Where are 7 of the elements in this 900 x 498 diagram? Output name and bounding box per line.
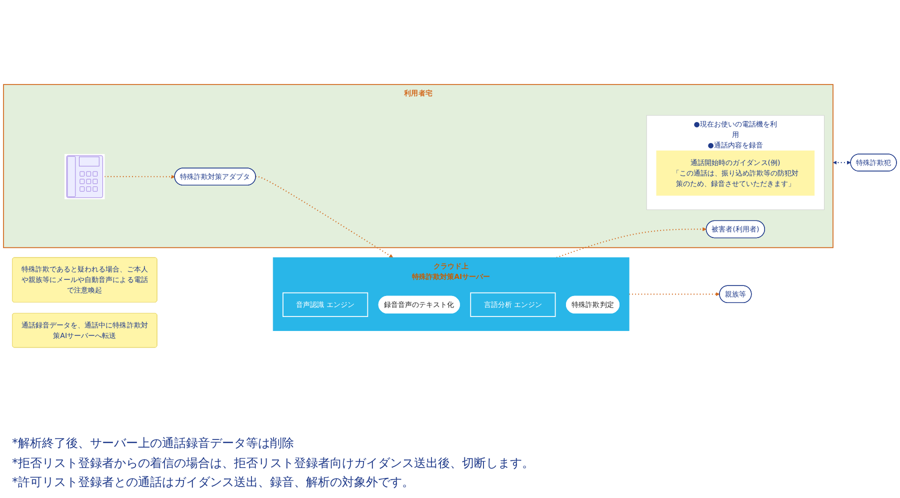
- arrow: [833, 160, 851, 164]
- arrow: [256, 176, 394, 258]
- arrow: [629, 292, 720, 296]
- note-text: *解析終了後、サーバー上の通話録音データ等は削除: [12, 435, 295, 452]
- arrow: [104, 174, 175, 178]
- note-text: *許可リスト登録者との通話はガイダンス送出、録音、解析の対象外です。: [12, 474, 415, 490]
- note-text: *拒否リスト登録者からの着信の場合は、拒否リスト登録者向けガイダンス送出後、切断します。: [12, 454, 535, 471]
